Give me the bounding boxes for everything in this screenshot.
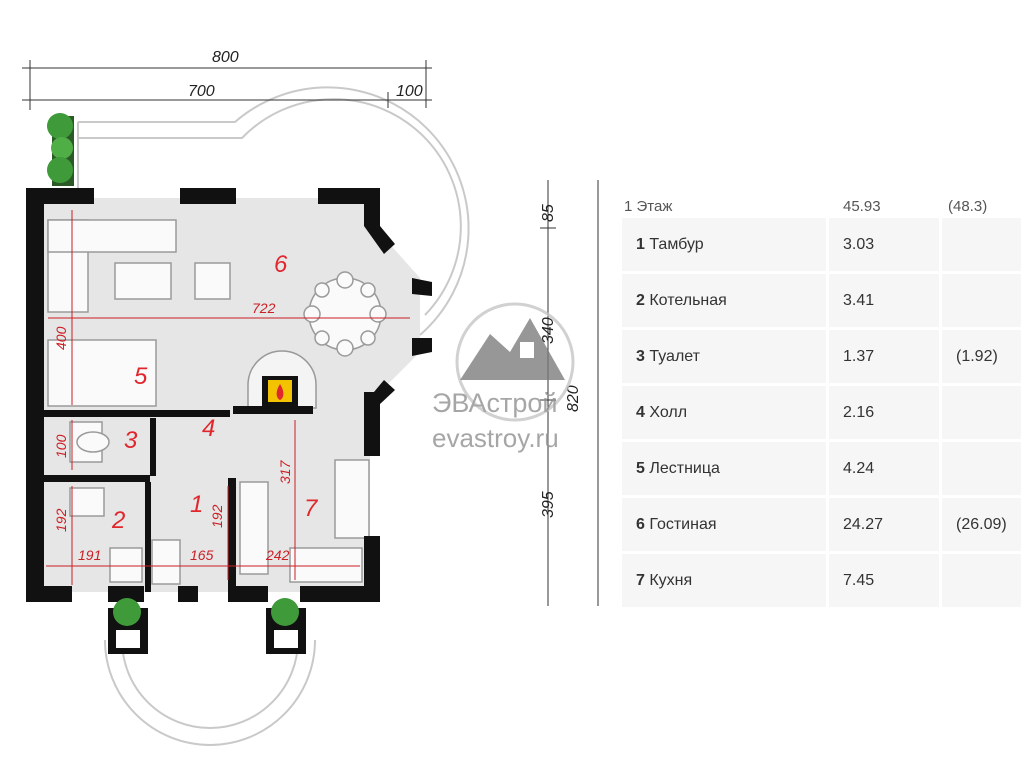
room-name: Туалет xyxy=(649,347,700,365)
room-name: Лестница xyxy=(649,459,720,477)
room1-width-label: 165 xyxy=(190,547,214,563)
watermark-url: evastroy.ru xyxy=(432,423,559,453)
floor-label: 1 Этаж xyxy=(624,197,673,215)
room-name-cell: 5 Лестница xyxy=(622,442,829,498)
room-number-3: 3 xyxy=(124,427,138,454)
room-area-alt: (1.92) xyxy=(942,330,1024,386)
watermark-brand: ЭВАстрой xyxy=(432,388,558,418)
bay-width-label: 100 xyxy=(396,83,423,100)
room-area-alt xyxy=(942,218,1024,274)
room-number-5: 5 xyxy=(134,363,148,390)
room-name-cell: 7 Кухня xyxy=(622,554,829,610)
room-number: 6 xyxy=(636,515,645,533)
room-number: 7 xyxy=(636,571,645,589)
watermark: ЭВАстрой evastroy.ru xyxy=(432,302,575,453)
left-upper-label: 400 xyxy=(53,326,69,350)
living-width-label: 722 xyxy=(252,300,276,316)
room-area-alt xyxy=(942,442,1024,498)
room-name: Гостиная xyxy=(649,515,717,533)
exterior-walls xyxy=(26,188,432,602)
room-area: 24.27 xyxy=(829,498,942,554)
room-area-alt xyxy=(942,554,1024,610)
room-number: 4 xyxy=(636,403,645,421)
room-name: Котельная xyxy=(649,291,727,309)
main-width-label: 700 xyxy=(188,83,215,100)
right-total-label: 820 xyxy=(565,385,582,412)
furniture xyxy=(47,219,387,585)
room-name-cell: 4 Холл xyxy=(622,386,829,442)
right-middle-label: 340 xyxy=(540,317,557,344)
room-name: Кухня xyxy=(649,571,693,589)
room-area: 4.24 xyxy=(829,442,942,498)
room-number: 5 xyxy=(636,459,645,477)
floor-area: 45.93 xyxy=(843,197,881,215)
dimension-lines xyxy=(22,60,599,606)
room-name-cell: 3 Туалет xyxy=(622,330,829,386)
house-logo-icon xyxy=(460,318,565,380)
room-area: 7.45 xyxy=(829,554,942,610)
room-area: 3.41 xyxy=(829,274,942,330)
room-name: Тамбур xyxy=(649,235,704,253)
room-area-alt xyxy=(942,386,1024,442)
room-number: 1 xyxy=(636,235,645,253)
table-header: 1 Этаж 45.93 (48.3) xyxy=(622,194,1024,218)
right-bottom-label: 395 xyxy=(540,491,557,518)
interior-walls xyxy=(40,410,236,592)
fireplace xyxy=(233,350,317,414)
internal-dimension-lines xyxy=(46,210,410,585)
room1-height-label: 192 xyxy=(209,504,225,528)
room-area-alt xyxy=(942,274,1024,330)
left-toilet-label: 100 xyxy=(53,434,69,458)
kitchen-height-label: 317 xyxy=(277,459,293,484)
room-area: 1.37 xyxy=(829,330,942,386)
room-area-alt: (26.09) xyxy=(942,498,1024,554)
room2-width-label: 191 xyxy=(78,547,101,563)
kitchen-width-label: 242 xyxy=(265,547,290,563)
plant-icon xyxy=(266,598,306,654)
floor-area-alt: (48.3) xyxy=(948,197,988,215)
left-lower-label: 192 xyxy=(53,508,69,532)
room-number-4: 4 xyxy=(202,415,215,442)
overall-width-label: 800 xyxy=(212,49,239,66)
right-top-label: 85 xyxy=(540,204,557,222)
plant-icon xyxy=(47,113,74,186)
room-name-cell: 1 Тамбур xyxy=(622,218,829,274)
floor-plan: 800 700 100 85 340 395 820 722 400 100 1… xyxy=(22,49,599,746)
room-number-6: 6 xyxy=(274,251,288,278)
room-name-cell: 6 Гостиная xyxy=(622,498,829,554)
room-number-2: 2 xyxy=(111,507,125,534)
room-number-7: 7 xyxy=(304,495,319,522)
room-number: 3 xyxy=(636,347,645,365)
terrace-outline xyxy=(77,86,470,746)
room-area: 3.03 xyxy=(829,218,942,274)
room-name: Холл xyxy=(649,403,688,421)
room-number: 2 xyxy=(636,291,645,309)
room-name-cell: 2 Котельная xyxy=(622,274,829,330)
plant-icon xyxy=(108,598,148,654)
room-area: 2.16 xyxy=(829,386,942,442)
room-number-1: 1 xyxy=(190,491,203,518)
